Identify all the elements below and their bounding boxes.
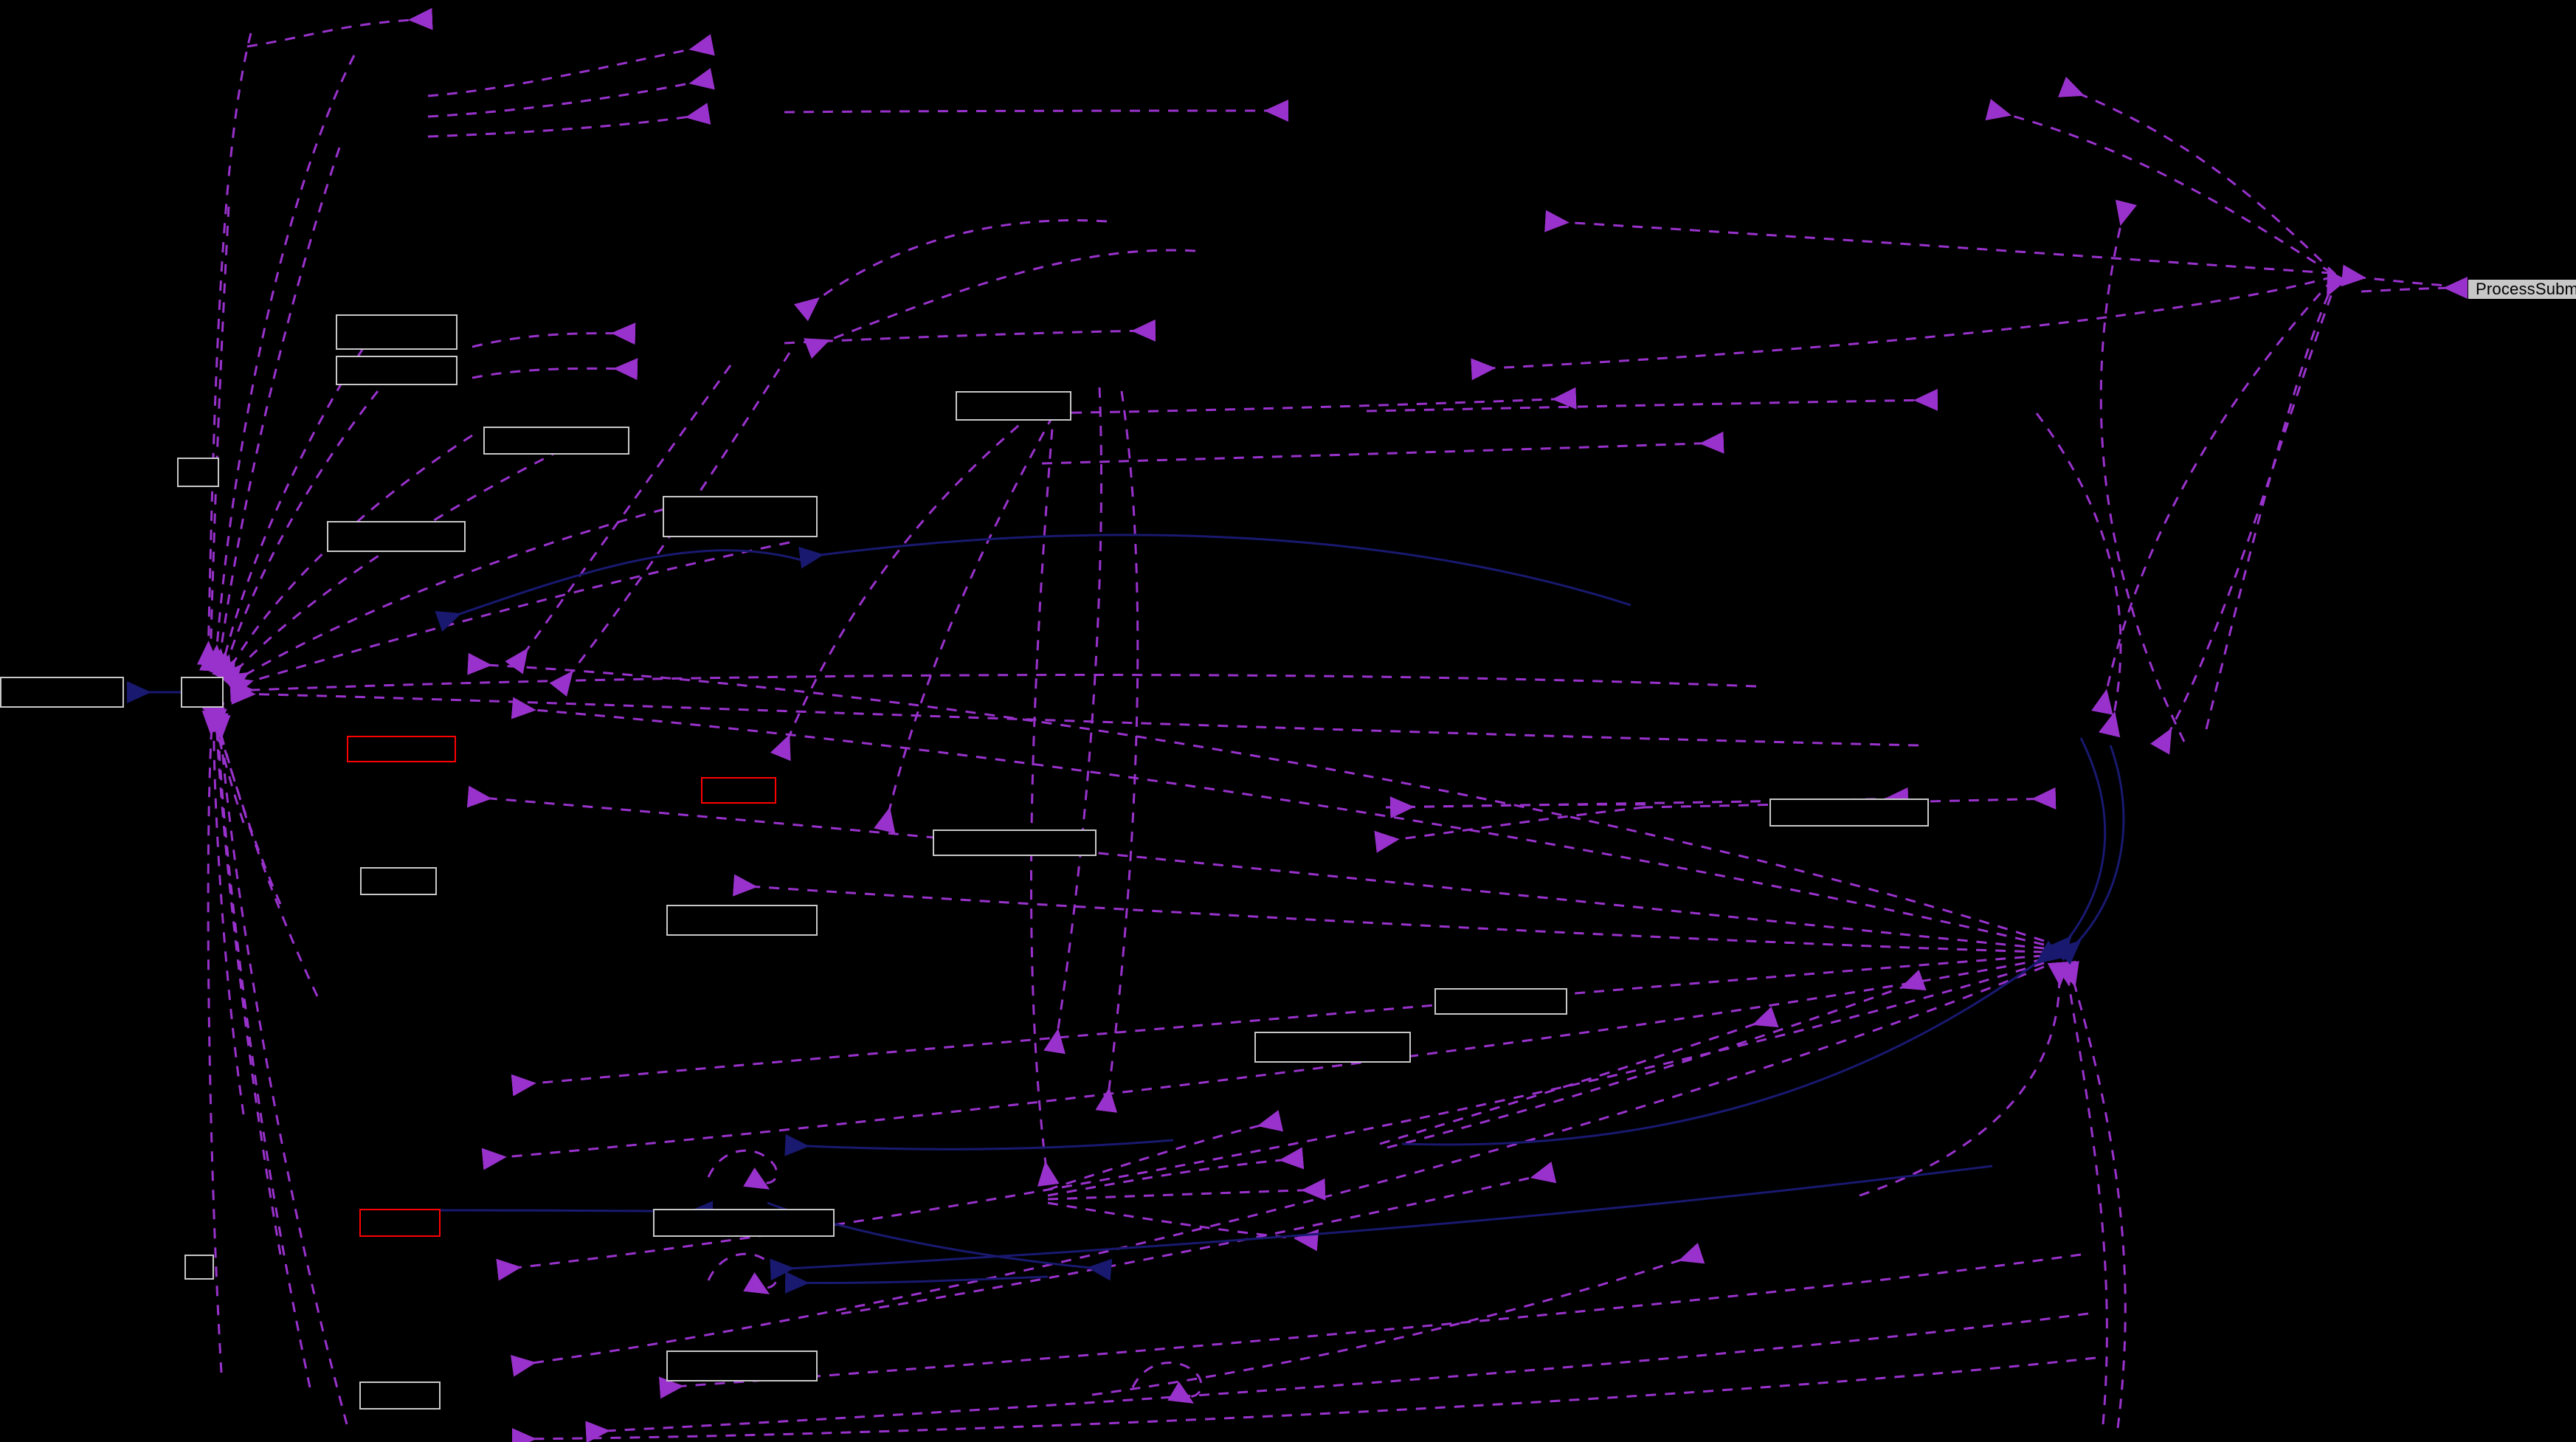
graph-node[interactable] <box>1769 798 1929 827</box>
graph-node-label: ProcessSubmitter <box>2476 280 2576 298</box>
graph-node[interactable] <box>327 521 466 552</box>
graph-node[interactable]: ProcessSubmitter <box>2468 279 2576 300</box>
graph-node[interactable] <box>359 1209 441 1237</box>
graph-node[interactable] <box>360 867 437 895</box>
graph-node[interactable] <box>653 1209 835 1237</box>
graph-node[interactable] <box>956 391 1071 421</box>
graph-node[interactable] <box>184 1255 214 1280</box>
graph-node[interactable] <box>336 314 457 350</box>
graph-node[interactable] <box>347 736 456 762</box>
graph-node[interactable] <box>0 677 124 708</box>
graph-node[interactable] <box>666 905 818 936</box>
graph-node[interactable] <box>336 356 457 385</box>
graph-node[interactable] <box>181 677 224 708</box>
graph-node[interactable] <box>1434 988 1567 1015</box>
graph-node[interactable] <box>359 1381 441 1410</box>
graph-node[interactable] <box>177 458 219 487</box>
graph-node[interactable] <box>666 1350 818 1381</box>
graph-node[interactable] <box>701 777 776 804</box>
graph-node[interactable] <box>663 496 818 537</box>
graph-node[interactable] <box>483 427 629 455</box>
graph-node[interactable] <box>1254 1032 1411 1063</box>
graph-node[interactable] <box>933 829 1097 856</box>
